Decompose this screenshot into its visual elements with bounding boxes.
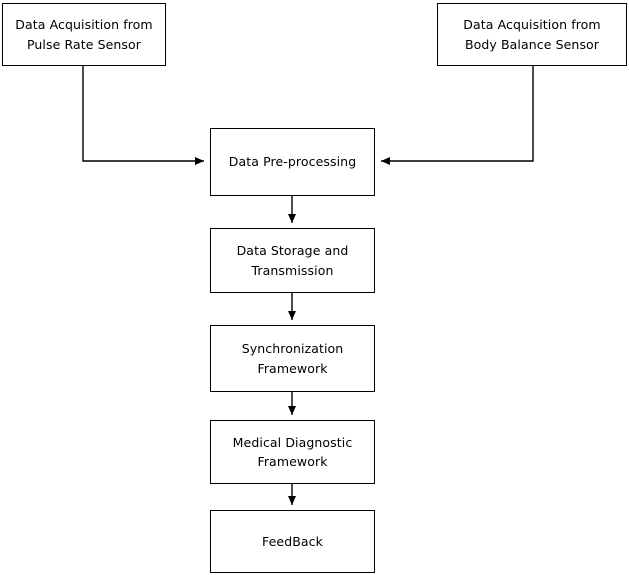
node-feedback: FeedBack [210,510,375,573]
connector-pulse-to-preprocessing [82,66,204,165]
node-label-body-balance-sensor: Data Acquisition from Body Balance Senso… [463,17,601,52]
node-label-data-storage-and-transmission: Data Storage and Transmission [236,243,349,278]
node-data-storage-and-transmission: Data Storage and Transmission [210,228,375,293]
node-pulse-rate-sensor: Data Acquisition from Pulse Rate Sensor [2,3,166,66]
node-label-data-pre-processing: Data Pre-processing [228,154,357,170]
connector-balance-to-preprocessing [381,66,534,165]
node-label-synchronization-framework: Synchronization Framework [241,341,344,376]
node-synchronization-framework: Synchronization Framework [210,325,375,392]
node-medical-diagnostic-framework: Medical Diagnostic Framework [210,420,375,484]
node-data-pre-processing: Data Pre-processing [210,128,375,196]
node-label-pulse-rate-sensor: Data Acquisition from Pulse Rate Sensor [15,17,153,52]
node-body-balance-sensor: Data Acquisition from Body Balance Senso… [437,3,627,66]
node-label-medical-diagnostic-framework: Medical Diagnostic Framework [232,434,353,469]
node-label-feedback: FeedBack [262,533,323,549]
